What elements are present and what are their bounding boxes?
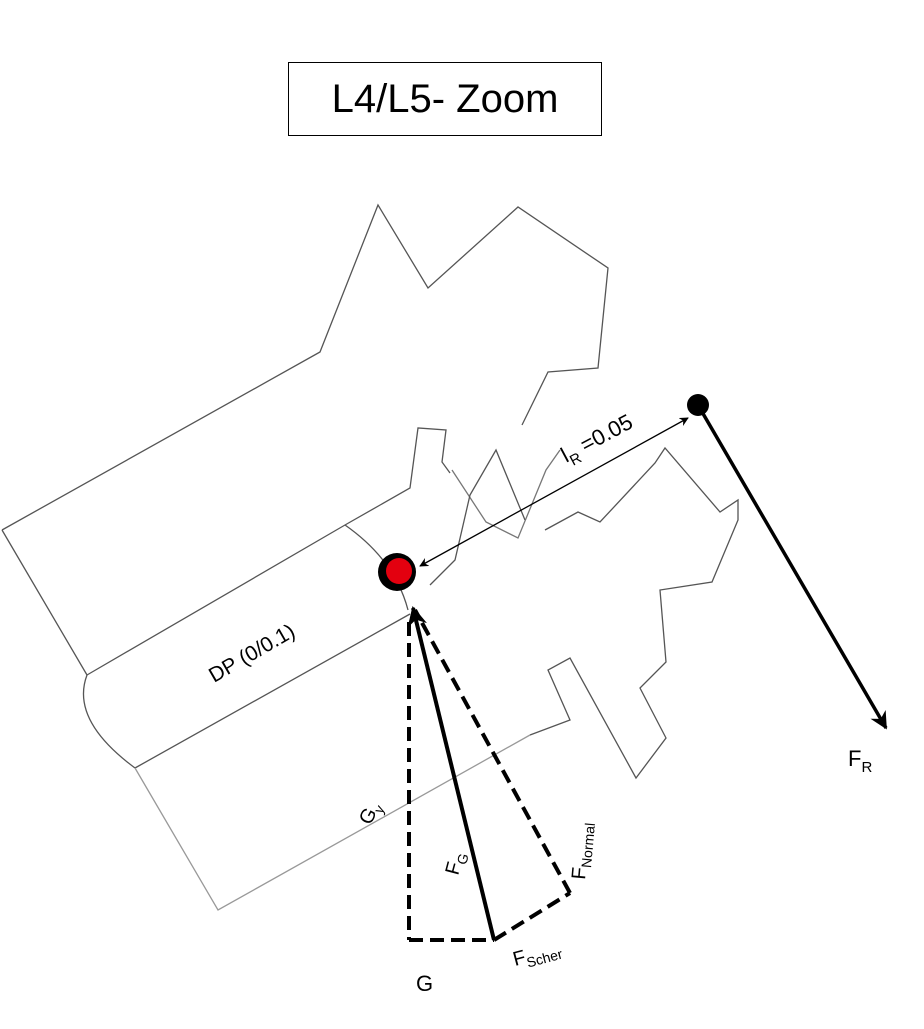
disc-anterior-curve	[82, 674, 136, 769]
intervertebral-disc	[82, 448, 526, 769]
disc-facet	[429, 448, 526, 586]
lever-arm-label: lR =0.05	[557, 409, 640, 472]
upper-vertebra-body-outline	[1, 203, 609, 531]
force-r-label: FR	[848, 746, 872, 776]
f-g-label: FG	[442, 849, 472, 878]
gy-label: Gy	[355, 798, 388, 830]
f-scher-label: FScher	[511, 937, 565, 974]
force-r-application-point	[687, 394, 709, 416]
f-normal-dashed-line	[413, 609, 572, 894]
f-g-arrow	[407, 606, 496, 941]
force-r-arrow	[696, 404, 888, 730]
lower-vertebra-body-outline	[134, 734, 531, 911]
disc-point-label: DP (0/0.1)	[205, 620, 299, 688]
g-label: G	[416, 971, 433, 996]
f-normal-label: FNormal	[568, 821, 598, 880]
upper-vertebra	[1, 203, 609, 676]
pivot-point	[386, 558, 412, 584]
force-triangle	[407, 606, 572, 942]
lever-arm-arrow	[419, 417, 689, 567]
lower-vertebra-posterior	[529, 446, 739, 780]
diagram-title: L4/L5- Zoom	[331, 76, 559, 121]
upper-vertebra-process	[451, 449, 561, 539]
upper-vertebra-side	[1, 529, 88, 676]
title-box: L4/L5- Zoom	[288, 62, 602, 136]
disc-lower-edge	[134, 613, 411, 769]
f-scher-dashed-line	[492, 891, 572, 942]
